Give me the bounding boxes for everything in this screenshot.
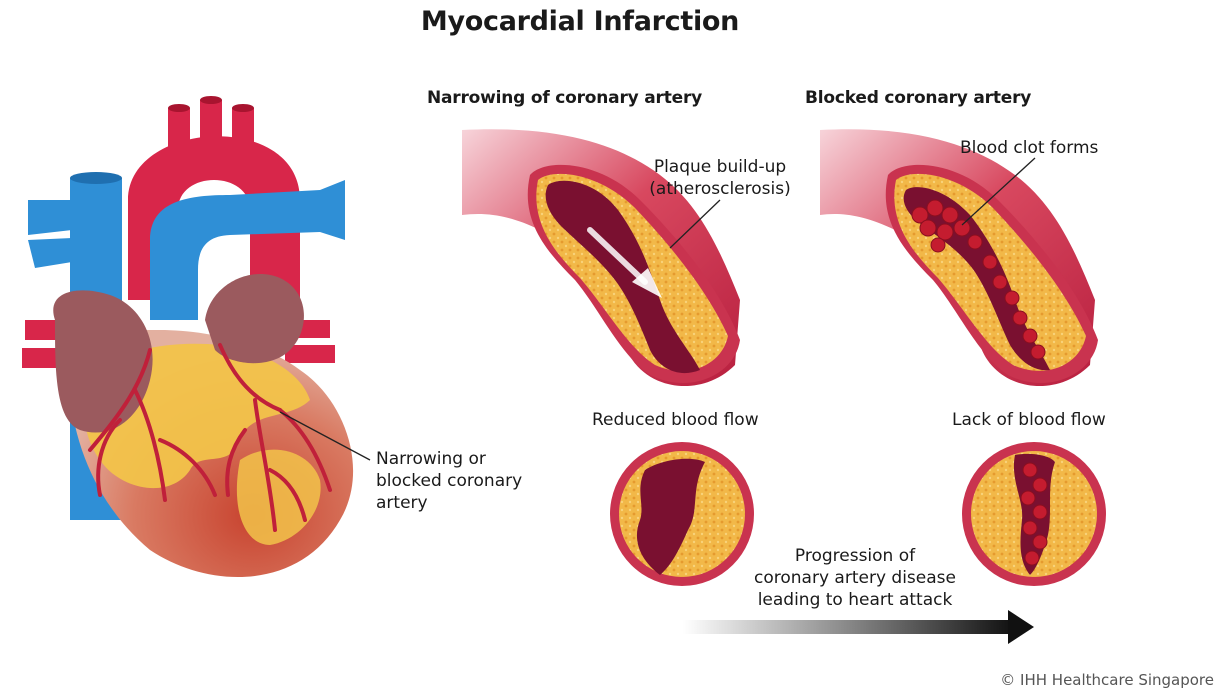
- label-heart-line1: Narrowing or: [376, 448, 522, 470]
- label-progression-line2: coronary artery disease: [740, 567, 970, 589]
- label-progression: Progression of coronary artery disease l…: [740, 545, 970, 611]
- heart-illustration: [22, 96, 370, 577]
- left-atrium: [205, 274, 304, 363]
- label-progression-line3: leading to heart attack: [740, 589, 970, 611]
- label-heart-line2: blocked coronary: [376, 470, 522, 492]
- label-plaque-line1: Plaque build-up: [640, 156, 800, 178]
- heading-narrowing: Narrowing of coronary artery: [427, 88, 702, 108]
- cross-section-lack: [962, 442, 1106, 586]
- label-heart-artery: Narrowing or blocked coronary artery: [376, 448, 522, 514]
- page-title: Myocardial Infarction: [0, 6, 1160, 37]
- heading-blocked: Blocked coronary artery: [805, 88, 1031, 108]
- label-lack-flow: Lack of blood flow: [952, 409, 1106, 431]
- label-reduced-flow: Reduced blood flow: [592, 409, 759, 431]
- label-clot: Blood clot forms: [960, 137, 1098, 159]
- copyright-notice: © IHH Healthcare Singapore: [1000, 671, 1214, 689]
- label-heart-line3: artery: [376, 492, 522, 514]
- blocked-vessel: [820, 129, 1098, 386]
- progression-arrow: [683, 610, 1034, 644]
- cross-section-reduced: [610, 442, 754, 586]
- label-progression-line1: Progression of: [740, 545, 970, 567]
- label-plaque-line2: (atherosclerosis): [640, 178, 800, 200]
- label-plaque: Plaque build-up (atherosclerosis): [640, 156, 800, 200]
